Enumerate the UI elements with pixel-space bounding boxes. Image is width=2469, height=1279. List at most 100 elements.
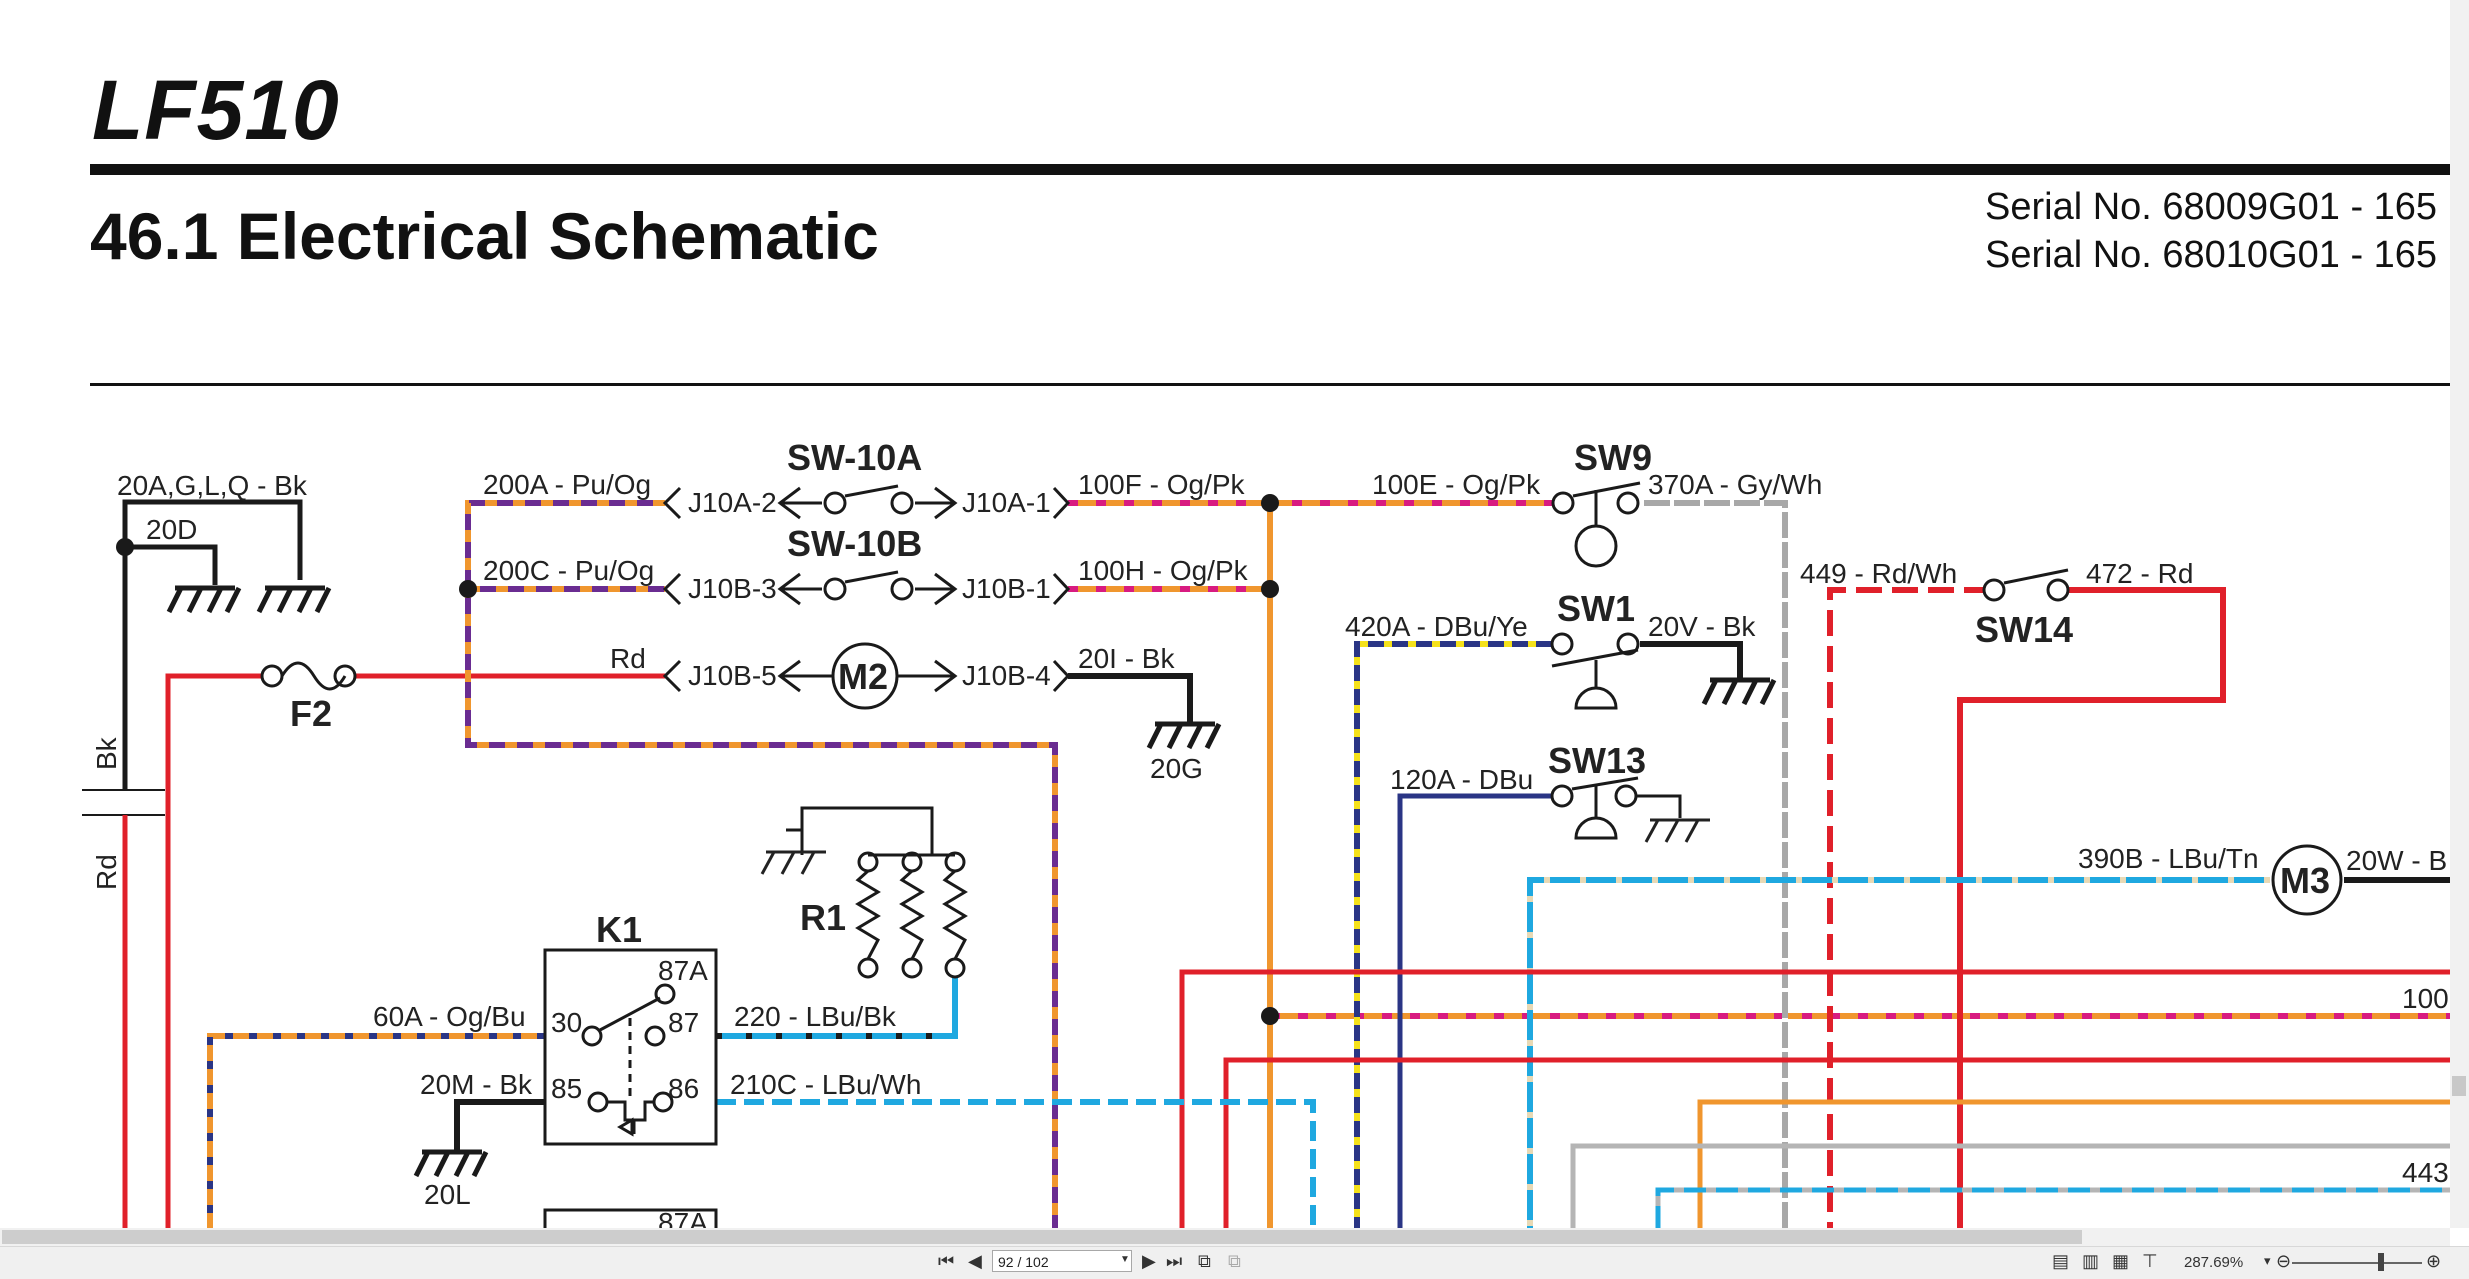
split-icon[interactable]: ⊤ [2142, 1251, 2158, 1271]
component-label: M2 [838, 656, 888, 697]
splice-dot [459, 580, 477, 598]
serial-number-1: Serial No. 68009G01 - 165 [1985, 186, 2438, 228]
single-page-icon[interactable]: ▤ [2052, 1251, 2070, 1271]
relay-next-icon [543, 1208, 718, 1228]
connector-chevrons [662, 484, 1071, 693]
fit-page-icon[interactable]: ⧉ [1198, 1251, 1211, 1271]
wire-pu-og [465, 500, 1058, 1228]
model-title: LF510 [92, 63, 340, 157]
wire-label: 100H - Og/Pk [1078, 555, 1249, 586]
wire-label: 443 [2402, 1157, 2449, 1188]
vertical-scrollbar[interactable] [2450, 0, 2469, 1228]
zoom-level[interactable]: 287.69% [2184, 1254, 2244, 1271]
prev-page-icon[interactable]: ◀ [968, 1251, 982, 1271]
wire-20i-bk [1068, 673, 1193, 722]
connector-label: J10B-5 [688, 660, 777, 691]
wire-label: Rd [91, 854, 122, 890]
relay-k1-icon [543, 948, 718, 1146]
wire-20v-bk [1640, 641, 1743, 680]
wire-rd-wh [1827, 587, 2226, 1228]
motor-m2-icon [831, 642, 899, 710]
relay-pin-label: 30 [551, 1007, 582, 1038]
fuse-f2 [260, 661, 357, 691]
wire-label: 449 - Rd/Wh [1800, 558, 1957, 589]
continuous-icon[interactable]: ▥ [2082, 1251, 2100, 1271]
connector-label: J10A-2 [688, 487, 777, 518]
component-label: F2 [290, 693, 332, 734]
switch-sw1-icon [1550, 632, 1640, 710]
ground-symbol [169, 588, 239, 612]
ground-symbol [760, 850, 828, 876]
header-rule [90, 383, 2450, 386]
resistor-r1-icon [786, 806, 968, 979]
ground-label: 20G [1150, 753, 1203, 784]
relay-pin-label: 85 [551, 1073, 582, 1104]
wire-label: 472 - Rd [2086, 558, 2193, 589]
fit-width-icon[interactable]: ⧉ [1228, 1251, 1241, 1271]
component-label: R1 [800, 897, 846, 938]
two-page-icon[interactable]: ▦ [2112, 1251, 2130, 1271]
horizontal-scroll-thumb[interactable] [2, 1230, 2082, 1244]
zoom-out-icon[interactable]: ⊖ [2276, 1251, 2292, 1271]
component-label: SW-10A [787, 437, 922, 478]
title-rule [90, 164, 2450, 175]
ground-symbol [259, 588, 329, 612]
wire-label: 390B - LBu/Tn [2078, 843, 2259, 874]
component-label: K1 [596, 909, 642, 950]
connector-label: J10B-1 [962, 573, 1051, 604]
serial-number-2: Serial No. 68010G01 - 165 [1985, 234, 2438, 276]
wire-lbu-gy-lower [1655, 1187, 2450, 1228]
splice-dot [1261, 494, 1279, 512]
component-label: M3 [2280, 860, 2330, 901]
wire-lbu-wh [716, 1099, 1316, 1228]
connector-label: J10B-3 [688, 573, 777, 604]
wire-label: 20V - Bk [1648, 611, 1756, 642]
relay-pin-label: 87A [658, 1207, 708, 1228]
wire-og-pk [1068, 500, 2450, 1228]
wire-rd-lower [1179, 969, 2450, 1228]
wire-label: 200C - Pu/Og [483, 555, 654, 586]
splice-dot [1261, 1007, 1279, 1025]
vertical-scroll-thumb[interactable] [2452, 1076, 2466, 1096]
wire-label: 420A - DBu/Ye [1345, 611, 1528, 642]
chevron-down-icon[interactable]: ▾ [2264, 1253, 2271, 1268]
wire-label: 370A - Gy/Wh [1648, 469, 1822, 500]
component-label: SW9 [1574, 437, 1652, 478]
wire-label: 100 [2402, 983, 2449, 1014]
relay-pin-label: 87 [668, 1007, 699, 1038]
wire-og-bu [207, 1033, 545, 1228]
splice-dot [1261, 580, 1279, 598]
page-number-input[interactable]: 92 / 102 [992, 1250, 1132, 1272]
switch-sw9-icon [1551, 481, 1641, 568]
wire-label: 20A,G,L,Q - Bk [117, 470, 308, 501]
zoom-slider-thumb[interactable] [2378, 1253, 2384, 1271]
relay-pin-label: 86 [668, 1073, 699, 1104]
splice-dot [116, 538, 134, 556]
wire-label: 20W - B [2346, 845, 2447, 876]
wire-label: 20M - Bk [420, 1069, 533, 1100]
electrical-schematic: 20A,G,L,Q - Bk 20D 200A - Pu/Og 200C - P… [82, 437, 2450, 1228]
component-label: SW13 [1548, 740, 1646, 781]
wire-dbu [1397, 793, 1560, 1228]
last-page-icon[interactable]: ⏭ [1166, 1251, 1183, 1271]
zoom-in-icon[interactable]: ⊕ [2426, 1251, 2442, 1271]
wire-label: 200A - Pu/Og [483, 469, 651, 500]
wire-gy-lower [1570, 1143, 2450, 1228]
next-page-icon[interactable]: ▶ [1142, 1251, 1156, 1271]
wire-label: 60A - Og/Bu [373, 1001, 526, 1032]
wire-label: 120A - DBu [1390, 764, 1533, 795]
wire-gy-wh [1640, 500, 1788, 1228]
switch-sw14-icon [1982, 568, 2070, 602]
document-page: LF510 46.1 Electrical Schematic Serial N… [82, 63, 2450, 1228]
wire-lbu-bk [716, 972, 958, 1039]
motor-m3-icon [2271, 844, 2343, 916]
ground-symbol [416, 1152, 486, 1176]
wire-label: 20D [146, 514, 197, 545]
component-label: SW1 [1557, 588, 1635, 629]
ground-label: 20L [424, 1179, 471, 1210]
first-page-icon[interactable]: ⏮ [938, 1251, 955, 1271]
wire-label: 220 - LBu/Bk [734, 1001, 897, 1032]
chevron-down-icon[interactable]: ▼ [1120, 1254, 1130, 1265]
component-label: SW14 [1975, 609, 2073, 650]
zoom-slider[interactable] [2292, 1262, 2422, 1264]
